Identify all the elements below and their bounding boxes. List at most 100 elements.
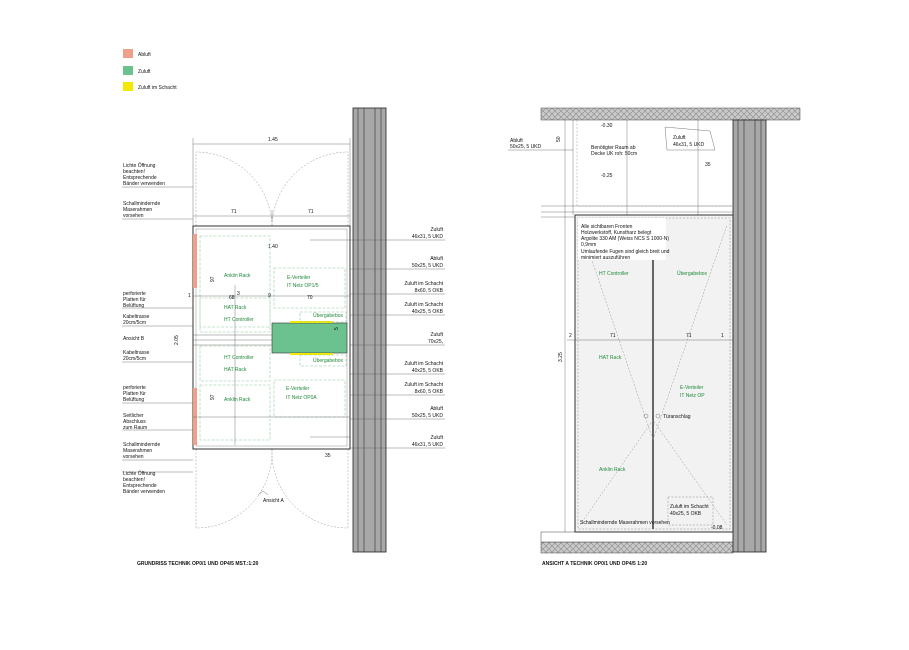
drawing-text: Bänder verwenden [123,181,165,187]
drawing-text: 35 [705,162,711,168]
drawing-text: Holzwerkstoff, Kunstharz belegt [581,230,652,236]
drawing-text: 8x60, 5 OKB [415,288,444,294]
drawing-text: Abschluss [123,419,146,425]
legend-label: Abluft [138,52,151,58]
drawing-text: Belüftung [123,303,144,309]
wall [352,107,387,553]
drawing-text: Abluft [430,256,443,262]
room-label: Anklin Rack [224,397,251,403]
drawing-text: Zuluft [430,227,443,233]
room-label: Übergabebox [313,312,344,319]
drawing-text: vorsehen [123,213,144,219]
drawing-text: Zuluft [673,135,686,141]
floor-hatch [540,541,734,554]
left-annotations: Lichte Öffnungbeachten!EntsprechendeBänd… [122,162,193,495]
drawing-text: Zuluft [430,435,443,441]
cabinet-label: HT Controller [599,271,629,277]
drawing-text: 1.40 [268,244,278,250]
drawing-text: Abluft [510,138,523,144]
legend-swatch-abluft [123,49,133,58]
drawing-text: Bänder verwenden [123,489,165,495]
drawing-text: 9 [268,293,271,299]
legend: Abluft Zuluft Zuluft im Schacht [123,49,177,91]
plan-caption: GRUNDRISS TECHNIK OP0/1 UND OP4/5 MST.:1… [137,561,259,567]
drawing-text: 20cm/5cm [123,356,146,362]
drawing-text: 35 [325,453,331,459]
room-label: IT Netz OP1/5 [287,283,319,289]
drawing-text: 46x31, 5 UKD [412,442,444,448]
technik-room [192,225,351,450]
drawing-text: perforierte [123,385,146,391]
drawing-text: 5 [334,327,340,330]
drawing-text: 0,9mm [581,242,596,248]
room-label: HT Controller [224,355,254,361]
drawing-text: 71 [610,333,616,339]
drawing-text: Maserahmen [123,207,152,213]
drawing-text: Belüftung [123,397,144,403]
drawing-text: beachten! [123,477,145,483]
room-label: E-Verteiler [286,386,310,392]
drawing-text: 97 [210,394,216,400]
drawing-text: Kabeltrasse [123,350,150,356]
drawing-text: 71 [686,333,692,339]
drawing-text: 97 [210,276,216,282]
drawing-text: Zuluft im Schacht [670,504,709,510]
drawing-text: 3 [237,291,240,297]
drawing-text: -0.08 [711,525,723,531]
drawing-text: Lichte Öffnung [123,470,156,477]
drawing-text: Alle sichtbaren Fronten [581,224,633,230]
legend-label: Zuluft [138,69,151,75]
room-label: HAT Rack [224,367,247,373]
drawing-text: 71 [308,209,314,215]
legend-swatch-zuluft-schacht [123,82,133,91]
room-label: IT Netz OP0A [286,395,317,401]
drawing-text: 3.25 [558,352,564,362]
drawing-text: 2 [569,333,572,339]
drawing-text: 46x31, 5 UKD [673,142,705,148]
drawing-text: Entsprechende [123,483,157,489]
floor-plan: 1.45 71 71 1.40 Anklin Rack E-Verteiler … [122,107,445,567]
legend-label: Zuluft im Schacht [138,85,177,91]
drawing-text: perforierte [123,291,146,297]
drawing-text: 1 [188,293,191,299]
drawing-text: 2.05 [174,335,180,345]
drawing-text: -0.30 [601,123,613,129]
drawing-text: Umlaufende Fugen sind gleich breit und [581,249,670,255]
legend-swatch-zuluft [123,66,133,75]
drawing-text: 8x60, 5 OKB [415,389,444,395]
drawing-text: 70 [307,295,313,301]
cabinet-label: Übergabebox [677,270,708,277]
room-label: HT Controller [224,317,254,323]
cabinet-label: E-Verteiler [680,385,704,391]
drawing-text: Türanschlag [663,414,691,420]
drawing-text: Decke UK roh: 50cm [591,151,637,157]
drawing-text: 40x25, 5 OKB [670,511,702,517]
drawing-text: 71 [231,209,237,215]
drawing-text: Schallmindernde [123,201,160,207]
view-label: Ansicht A [263,498,285,504]
drawing-text: vorsehen [123,454,144,460]
drawing-text: Entsprechende [123,175,157,181]
drawing-text: zum Raum [123,425,147,431]
drawing-text: 1 [721,333,724,339]
drawing-text: 70x25, [428,339,443,345]
drawing-text: Zuluft [430,332,443,338]
room-label: Übergabebox [313,357,344,364]
drawing-text: Lichte Öffnung [123,162,156,169]
drawing-text: 50x25, 5 UKD [412,413,444,419]
cabinet-label: Anklin Rack [599,467,626,473]
drawing-text: Argolite 330 AM (Weiss NCS S 1000-N) [581,236,669,242]
drawing-text: Seitlicher [123,413,144,419]
drawing-text: 50 [556,136,562,142]
drawing-text: 20cm/5cm [123,320,146,326]
drawing-text: Zuluft im Schacht [404,302,443,308]
elevation-caption: ANSICHT A TECHNIK OP0/1 UND OP4/5 1:20 [542,561,647,567]
drawing-text: 68 [229,295,235,301]
drawing-text: Schallmindernde Maserahmen vorsehen [580,520,670,526]
drawing-text: Zuluft im Schacht [404,361,443,367]
drawing-text: Zuluft im Schacht [404,281,443,287]
ceiling-hatch [540,107,801,121]
drawing-text: Abluft [430,406,443,412]
